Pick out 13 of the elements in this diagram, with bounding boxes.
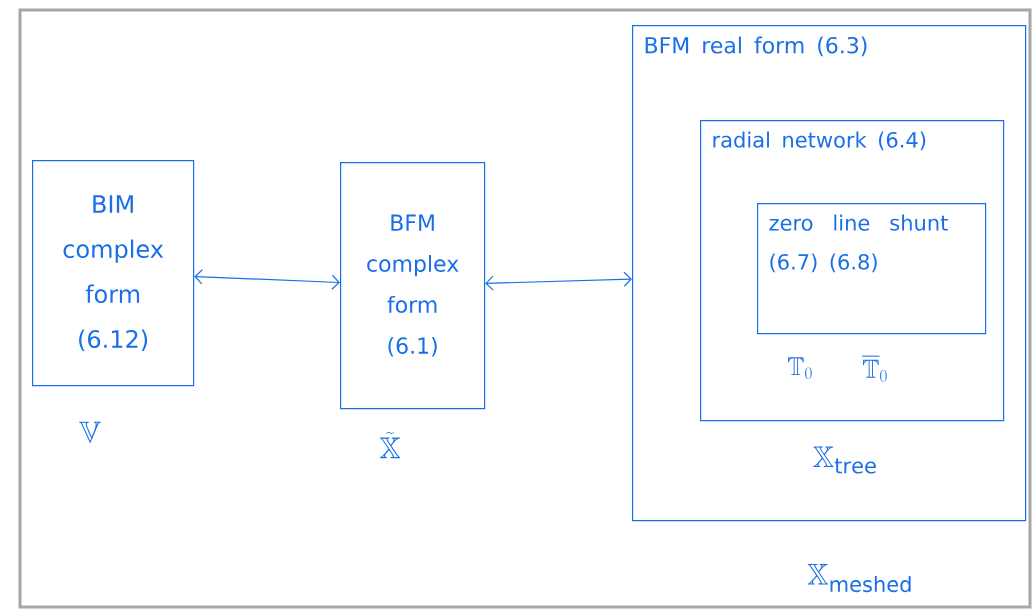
box-label: BIM complex form (6.12) [63, 195, 164, 351]
math-symbol: $\tilde{\mathbb{X}}$ [379, 431, 401, 459]
box-heading: BFM real form (6.3) [645, 36, 867, 57]
arrow [485, 271, 632, 291]
arrow [194, 269, 340, 290]
math-symbol: $\mathbb{T}_0$ [788, 357, 812, 380]
box-heading: zero line shunt (6.7) (6.8) [769, 214, 948, 273]
math-symbol: $\mathbb{X}_{\mathrm{tree}}$ [813, 446, 876, 474]
box-label: BFM complex form (6.1) [367, 214, 459, 357]
math-symbol: $\mathbb{V}$ [79, 421, 101, 443]
math-symbol: $\overline{\mathbb{T}}_0$ [862, 356, 887, 382]
math-symbol: $\mathbb{X}_{\mathrm{meshed}}$ [807, 563, 911, 593]
box-heading: radial network (6.4) [713, 131, 926, 151]
